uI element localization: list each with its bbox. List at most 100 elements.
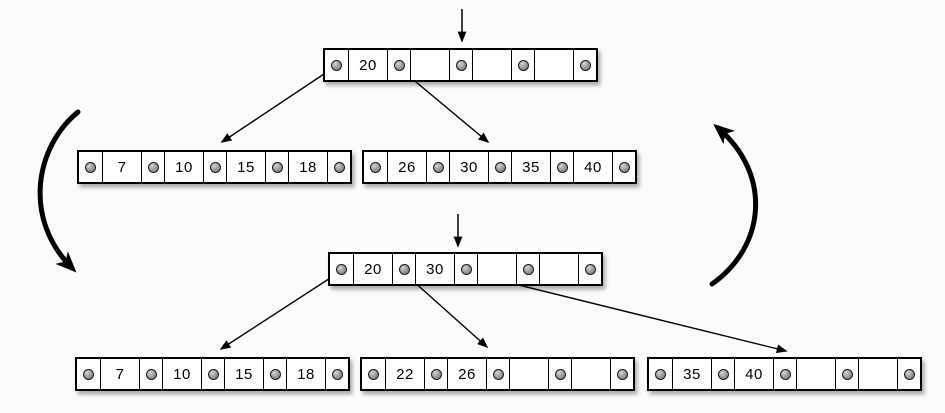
pointer-cell [325, 359, 348, 389]
pointer-cell [711, 359, 734, 389]
key-cell: 18 [288, 152, 327, 182]
key-cell: 7 [100, 359, 139, 389]
pointer-dot-icon [85, 161, 96, 173]
pointer-dot-icon [331, 368, 343, 380]
pointer-cell [79, 152, 102, 182]
key-cell: 15 [224, 359, 263, 389]
key-cell: 30 [415, 254, 454, 284]
pointer-cell [612, 152, 635, 182]
key-cell: 35 [672, 359, 711, 389]
pointer-dot-icon [83, 368, 94, 380]
pointer-dot-icon [333, 161, 345, 173]
pointer-dot-icon [430, 368, 442, 380]
pointer-dot-icon [207, 368, 219, 380]
pointer-dot-icon [368, 368, 379, 380]
key-cell: 20 [353, 254, 392, 284]
key-cell [858, 359, 897, 389]
pointer-dot-icon [147, 161, 159, 173]
pointer-cell [364, 152, 387, 182]
pointer-cell [139, 359, 162, 389]
pointer-dot-icon [616, 368, 628, 380]
key-cell: 22 [385, 359, 424, 389]
pointer-arrow-before-left [220, 65, 337, 143]
pointer-cell [578, 254, 601, 284]
key-cell: 10 [162, 359, 201, 389]
pointer-cell [511, 50, 534, 80]
pointer-cell [516, 254, 539, 284]
pointer-dot-icon [717, 368, 729, 380]
pointer-cell [387, 50, 410, 80]
pointer-cell [424, 359, 447, 389]
btree-node-middle-child-after: 22 26 [360, 357, 635, 391]
pointer-cell [835, 359, 858, 389]
pointer-dot-icon [455, 59, 467, 71]
pointer-dot-icon [517, 59, 529, 71]
btree-node-left-child-after: 7 10 15 18 [75, 357, 350, 391]
key-cell [539, 254, 578, 284]
pointer-dot-icon [269, 368, 281, 380]
pointer-cell [649, 359, 672, 389]
pointer-cell [325, 50, 348, 80]
key-cell [796, 359, 835, 389]
key-cell [477, 254, 516, 284]
key-cell: 18 [286, 359, 325, 389]
key-cell: 35 [511, 152, 550, 182]
pointer-cell [426, 152, 449, 182]
pointer-cell [263, 359, 286, 389]
pointer-dot-icon [584, 263, 596, 275]
key-cell [571, 359, 610, 389]
pointer-dot-icon [494, 161, 506, 173]
pointer-cell [573, 50, 596, 80]
btree-node-right-child-after: 35 40 [647, 357, 922, 391]
pointer-dot-icon [460, 263, 472, 275]
pointer-dot-icon [370, 161, 381, 173]
pointer-dot-icon [492, 368, 504, 380]
pointer-dot-icon [209, 161, 221, 173]
pointer-arrow-after-left [219, 270, 342, 350]
pointer-dot-icon [556, 161, 568, 173]
pointer-cell [77, 359, 100, 389]
pointer-dot-icon [903, 368, 915, 380]
pointer-dot-icon [618, 161, 630, 173]
key-cell: 26 [387, 152, 426, 182]
pointer-cell [330, 254, 353, 284]
pointer-dot-icon [522, 263, 534, 275]
pointer-cell [897, 359, 920, 389]
pointer-dot-icon [841, 368, 853, 380]
pointer-dot-icon [432, 161, 444, 173]
pointer-dot-icon [145, 368, 157, 380]
pointer-cell [141, 152, 164, 182]
key-cell [509, 359, 548, 389]
key-cell: 40 [734, 359, 773, 389]
pointer-cell [773, 359, 796, 389]
pointer-cell [327, 152, 350, 182]
pointer-cell [362, 359, 385, 389]
pointer-dot-icon [336, 263, 347, 275]
pointer-dot-icon [331, 59, 342, 71]
pointer-cell [486, 359, 509, 389]
key-cell: 10 [164, 152, 203, 182]
pointer-cell [550, 152, 573, 182]
pointer-dot-icon [655, 368, 666, 380]
key-cell: 7 [102, 152, 141, 182]
key-cell: 30 [449, 152, 488, 182]
pointer-cell [203, 152, 226, 182]
cycle-arrow-right-up [709, 123, 759, 287]
btree-node-right-child-before: 26 30 35 40 [362, 150, 637, 184]
pointer-cell [548, 359, 571, 389]
key-cell: 26 [447, 359, 486, 389]
pointer-dot-icon [398, 263, 410, 275]
pointer-cell [392, 254, 415, 284]
cycle-arrow-left-down [37, 109, 81, 273]
pointer-dot-icon [554, 368, 566, 380]
pointer-cell [488, 152, 511, 182]
btree-node-root-before: 20 [323, 48, 598, 82]
pointer-dot-icon [393, 59, 405, 71]
key-cell: 40 [573, 152, 612, 182]
key-cell [534, 50, 573, 80]
pointer-cell [201, 359, 224, 389]
key-cell: 15 [226, 152, 265, 182]
pointer-cell [454, 254, 477, 284]
